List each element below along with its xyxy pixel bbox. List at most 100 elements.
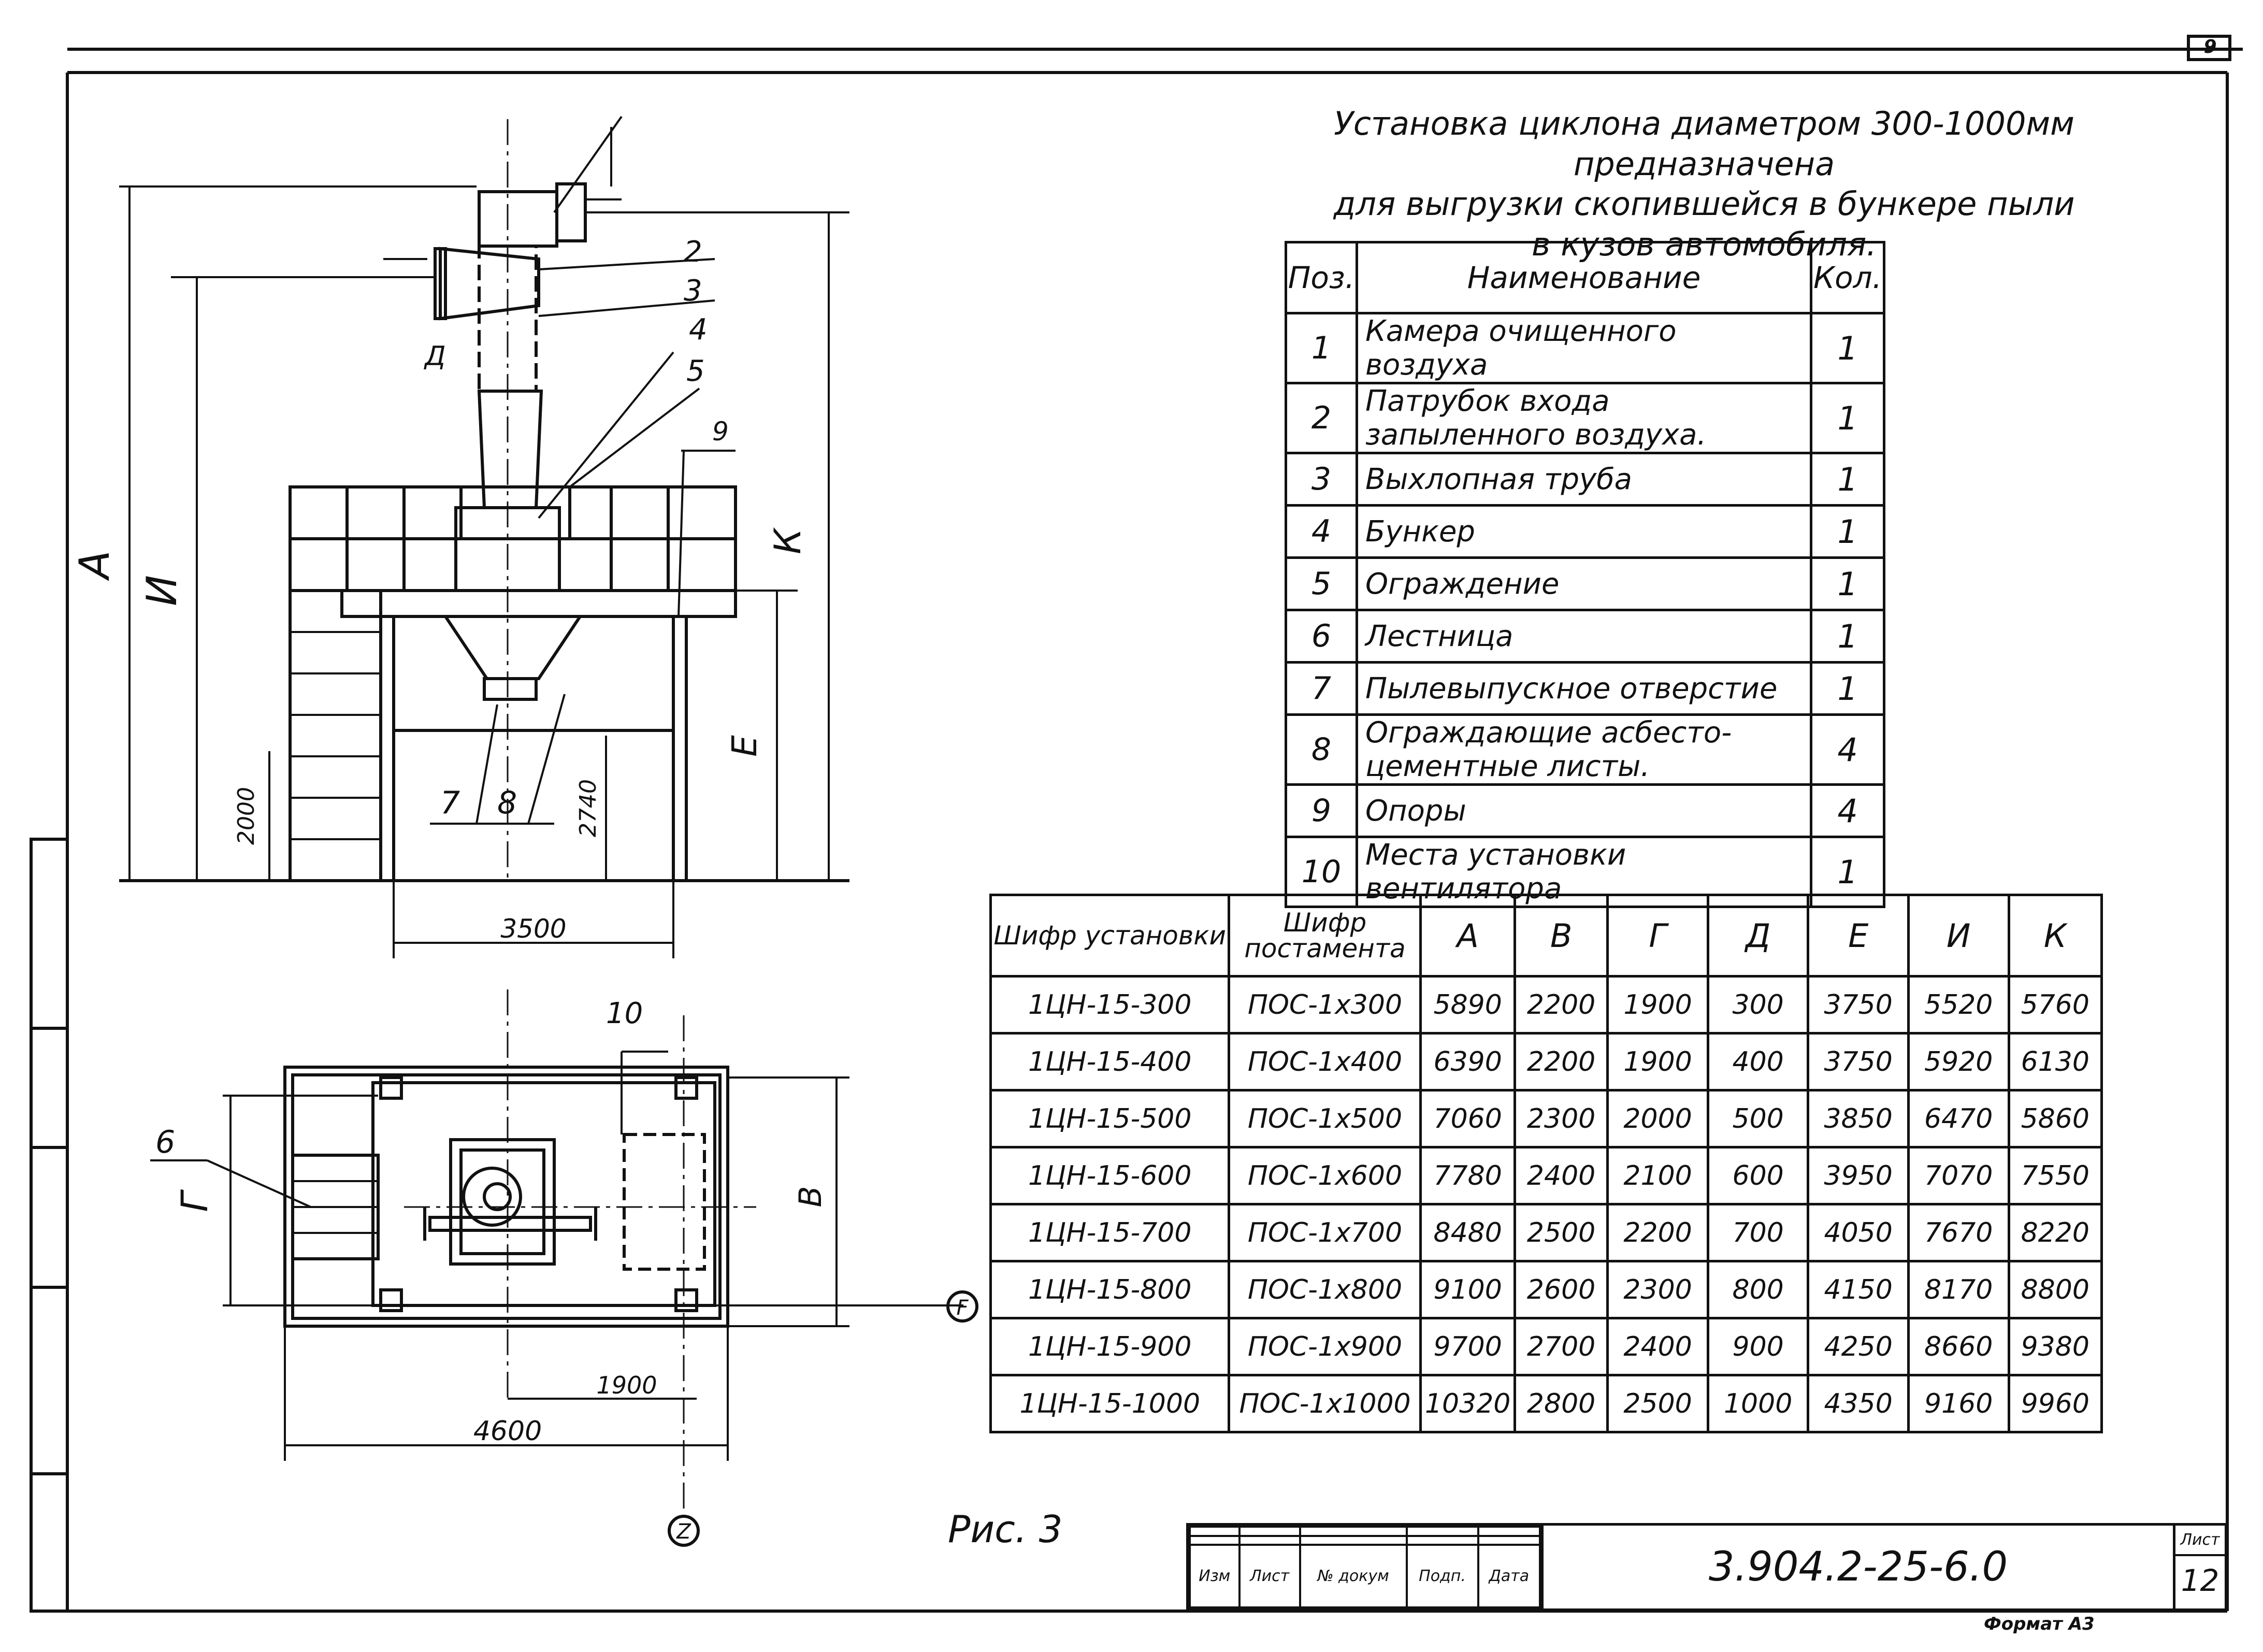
codes-cell: 8800 <box>2007 1260 2103 1319</box>
spec-cell-qty: 1 <box>1810 382 1885 454</box>
codes-cell: 1900 <box>1606 975 1709 1035</box>
codes-cell: 2300 <box>1513 1089 1609 1148</box>
col-doc: № докум <box>1299 1544 1408 1608</box>
codes-cell: 9160 <box>1907 1374 2010 1433</box>
description: Установка циклона диаметром 300-1000мм п… <box>1222 104 2186 264</box>
codes-cell: 900 <box>1706 1317 1810 1376</box>
codes-header-A: А <box>1419 894 1516 978</box>
axis-Z: Z <box>676 1520 691 1544</box>
spec-cell-pos: 4 <box>1285 504 1358 559</box>
dim-4600: 4600 <box>473 1416 542 1447</box>
codes-cell: 2300 <box>1606 1260 1709 1319</box>
dim-label-G: Г <box>174 1189 216 1212</box>
codes-header-E: Е <box>1807 894 1910 978</box>
codes-cell: 5890 <box>1419 975 1516 1035</box>
codes-cell: ПОС-1х1000 <box>1228 1374 1422 1433</box>
description-line-2: для выгрузки скопившейся в бункере пыли <box>1333 185 2075 223</box>
codes-cell: 7670 <box>1907 1203 2010 1262</box>
codes-cell: 3750 <box>1807 975 1910 1035</box>
corner-box <box>2187 35 2231 61</box>
elevation-view <box>119 116 849 958</box>
codes-cell: 1ЦН-15-700 <box>989 1203 1231 1262</box>
codes-cell: 3950 <box>1807 1146 1910 1205</box>
plan-view <box>150 989 978 1547</box>
codes-cell: 9960 <box>2007 1374 2103 1433</box>
codes-header-D: Д <box>1706 894 1810 978</box>
spec-cell-name: Камера очищенного воздуха <box>1355 312 1813 384</box>
spec-cell-pos: 1 <box>1285 312 1358 384</box>
codes-cell: ПОС-1х500 <box>1228 1089 1422 1148</box>
spec-cell-qty: 1 <box>1810 452 1885 507</box>
spec-cell-qty: 1 <box>1810 556 1885 611</box>
spec-cell-pos: 8 <box>1285 713 1358 786</box>
codes-cell: 4150 <box>1807 1260 1910 1319</box>
sheet-number: 12 <box>2181 1563 2219 1598</box>
format-label: Формат А3 <box>1984 1614 2095 1634</box>
codes-cell: 1ЦН-15-800 <box>989 1260 1231 1319</box>
codes-cell: 2100 <box>1606 1146 1709 1205</box>
codes-cell: 5520 <box>1907 975 2010 1035</box>
dim-label-K: К <box>767 527 809 554</box>
codes-cell: 9100 <box>1419 1260 1516 1319</box>
codes-header-install: Шифр установки <box>989 894 1231 978</box>
spec-header-name: Наименование <box>1355 241 1813 314</box>
codes-cell: ПОС-1х400 <box>1228 1032 1422 1091</box>
callout-10: 10 <box>606 997 643 1030</box>
codes-cell: ПОС-1х600 <box>1228 1146 1422 1205</box>
callout-5: 5 <box>686 354 705 388</box>
codes-cell: 2200 <box>1513 975 1609 1035</box>
codes-cell: 1900 <box>1606 1032 1709 1091</box>
codes-cell: 600 <box>1706 1146 1810 1205</box>
title-block: Изм Лист № докум Подп. Дата 3.904.2-25-6… <box>1186 1523 2227 1611</box>
codes-cell: 5860 <box>2007 1089 2103 1148</box>
codes-cell: 400 <box>1706 1032 1810 1091</box>
codes-cell: 1ЦН-15-600 <box>989 1146 1231 1205</box>
spec-cell-qty: 1 <box>1810 504 1885 559</box>
revision-labels-row: Изм Лист № докум Подп. Дата <box>1189 1544 1541 1608</box>
codes-cell: 2400 <box>1606 1317 1709 1376</box>
figure-caption: Рис. 3 <box>948 1507 1063 1551</box>
spec-cell-qty: 4 <box>1810 783 1885 838</box>
sheet-corner-number: 9 <box>2203 36 2217 58</box>
dim-label-D: Д <box>424 341 446 372</box>
codes-cell: 1ЦН-15-900 <box>989 1317 1231 1376</box>
spec-cell-name: Выхлопная труба <box>1355 452 1813 507</box>
codes-cell: 1000 <box>1706 1374 1810 1433</box>
codes-cell: 9700 <box>1419 1317 1516 1376</box>
codes-cell: 2500 <box>1513 1203 1609 1262</box>
callout-7: 7 <box>440 785 460 821</box>
spec-cell-name: Бункер <box>1355 504 1813 559</box>
codes-cell: 2200 <box>1606 1203 1709 1262</box>
callout-3: 3 <box>684 274 702 308</box>
spec-cell-name: Опоры <box>1355 783 1813 838</box>
dim-2740: 2740 <box>575 779 601 837</box>
spec-cell-qty: 1 <box>1810 661 1885 716</box>
dim-label-E: Е <box>725 735 765 757</box>
codes-cell: 7060 <box>1419 1089 1516 1148</box>
codes-cell: 5760 <box>2007 975 2103 1035</box>
codes-cell: 8660 <box>1907 1317 2010 1376</box>
spec-cell-pos: 7 <box>1285 661 1358 716</box>
codes-header-V: В <box>1513 894 1609 978</box>
margin-strip <box>30 838 69 1613</box>
spec-cell-name: Лестница <box>1355 609 1813 664</box>
callout-4: 4 <box>689 313 708 347</box>
codes-cell: 2600 <box>1513 1260 1609 1319</box>
codes-cell: 3750 <box>1807 1032 1910 1091</box>
codes-cell: 2700 <box>1513 1317 1609 1376</box>
codes-cell: 700 <box>1706 1203 1810 1262</box>
codes-cell: 6130 <box>2007 1032 2103 1091</box>
sheet-cell: Лист 12 <box>2173 1526 2225 1608</box>
dim-label-B: В <box>792 1186 829 1207</box>
spec-cell-qty: 4 <box>1810 713 1885 786</box>
spec-header-pos: Поз. <box>1285 241 1358 314</box>
